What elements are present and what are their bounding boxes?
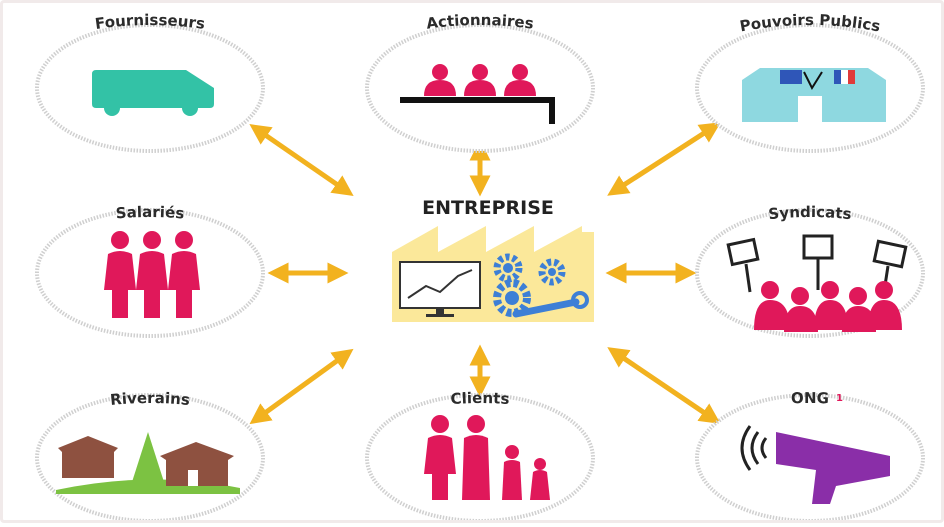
factory-gears-chart-icon (392, 226, 594, 322)
shareholders-table-icon (400, 64, 555, 124)
stakeholder-icons (56, 64, 908, 504)
employees-group-icon (104, 231, 200, 318)
label-riverains: Riverains (109, 389, 190, 409)
arrow-fournisseurs (249, 124, 354, 196)
stakeholder-labels: Fournisseurs Actionnaires Pouvoirs Publi… (94, 11, 882, 409)
town-hall-flags-icon (742, 68, 886, 122)
megaphone-icon (740, 425, 890, 504)
label-clients: Clients (450, 389, 510, 408)
family-icon (424, 415, 550, 500)
label-salaries: Salariés (115, 203, 185, 223)
arrow-pouvoirs-publics (607, 122, 721, 196)
ong-footnote-marker: 1 (836, 393, 843, 404)
protest-signs-icon (726, 234, 908, 332)
center-title: ENTREPRISE (422, 197, 554, 219)
label-actionnaires: Actionnaires (425, 11, 535, 33)
arrow-ong (607, 347, 721, 424)
houses-tree-icon (56, 432, 240, 494)
label-ong: ONG (791, 389, 830, 407)
connection-arrows (249, 122, 721, 425)
van-icon (92, 70, 214, 116)
center-node: ENTREPRISE (392, 197, 594, 322)
label-syndicats: Syndicats (768, 203, 853, 223)
arrow-riverains (249, 348, 354, 425)
